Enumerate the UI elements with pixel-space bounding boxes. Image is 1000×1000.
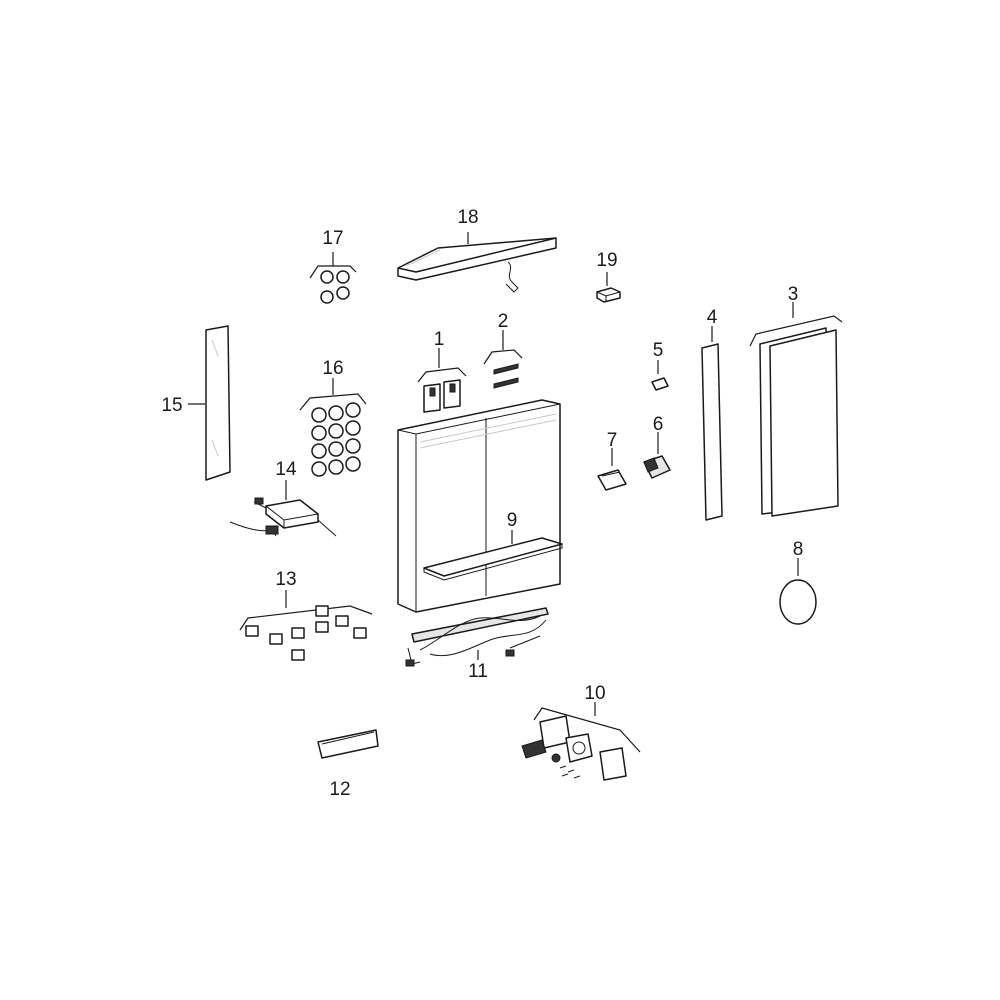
- label-17: 17: [322, 228, 343, 249]
- label-2: 2: [498, 311, 509, 332]
- part-9-glass-shelf: [423, 530, 563, 581]
- label-10: 10: [584, 683, 605, 704]
- label-19: 19: [596, 250, 617, 271]
- label-16: 16: [322, 358, 343, 379]
- part-2-hinge-clips: [483, 330, 523, 389]
- part-17-caps: [309, 252, 357, 304]
- part-12-plate: [317, 729, 379, 759]
- part-4-side-panel: [701, 326, 723, 521]
- label-4: 4: [707, 307, 718, 328]
- part-18-top-panel: [397, 232, 557, 293]
- label-18: 18: [457, 207, 478, 228]
- part-10-socket-set: [521, 702, 641, 781]
- label-13: 13: [275, 569, 296, 590]
- main-cabinet: [397, 399, 561, 613]
- part-16-caps: [299, 378, 367, 477]
- label-9: 9: [507, 510, 518, 531]
- part-11-light-bar: [405, 607, 549, 667]
- part-14-power-supply: [229, 480, 337, 537]
- label-3: 3: [788, 284, 799, 305]
- label-8: 8: [793, 539, 804, 560]
- label-7: 7: [607, 430, 618, 451]
- part-7-pad: [597, 448, 627, 491]
- label-11: 11: [468, 661, 488, 682]
- label-14: 14: [275, 459, 297, 480]
- label-5: 5: [653, 340, 664, 361]
- part-6-catch: [643, 432, 671, 479]
- label-12: 12: [329, 779, 350, 800]
- labels: 18 17 19 3 4 2 1 5 16 15 6 7 14 9 8 13 1…: [161, 207, 803, 800]
- part-19-block: [596, 272, 621, 303]
- part-1-hinges: [417, 348, 467, 413]
- label-6: 6: [653, 414, 664, 435]
- label-15: 15: [161, 395, 182, 416]
- part-13-clips: [239, 590, 373, 661]
- label-1: 1: [434, 329, 445, 350]
- part-15-mirror-strip: [188, 325, 231, 481]
- part-5-clip: [651, 360, 669, 391]
- part-3-mirror-doors: [749, 302, 843, 517]
- part-8-round-mirror: [779, 558, 817, 625]
